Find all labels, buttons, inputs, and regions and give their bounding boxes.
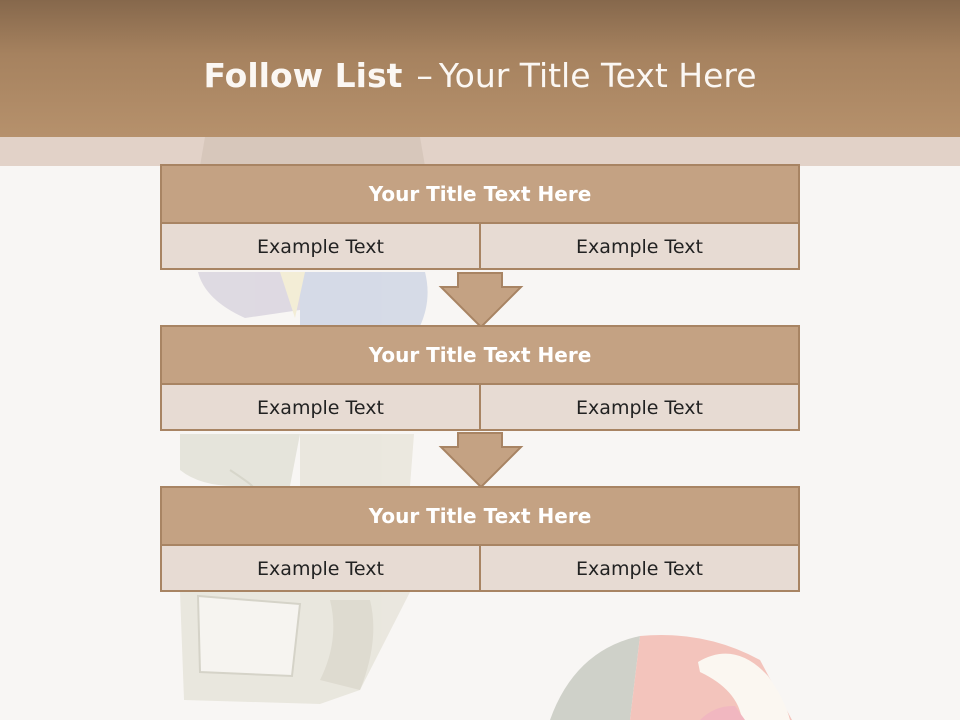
box-cell-left: Example Text	[257, 397, 384, 419]
box-row: Example Text Example Text	[162, 385, 798, 431]
header-band	[0, 0, 960, 137]
slide-title: Follow List–Your Title Text Here	[0, 55, 960, 97]
box-title: Your Title Text Here	[162, 327, 798, 385]
box-cell-left: Example Text	[257, 236, 384, 258]
title-bold-part: Follow List	[203, 56, 403, 95]
box-title: Your Title Text Here	[162, 166, 798, 224]
box-cell-right: Example Text	[479, 546, 798, 592]
box-cell-right: Example Text	[479, 224, 798, 270]
down-arrow-icon	[438, 432, 524, 488]
list-box-2: Your Title Text Here Example Text Exampl…	[160, 325, 800, 431]
list-box-1: Your Title Text Here Example Text Exampl…	[160, 164, 800, 270]
list-box-3: Your Title Text Here Example Text Exampl…	[160, 486, 800, 592]
box-cell-left: Example Text	[257, 558, 384, 580]
title-dash: –	[416, 56, 433, 95]
ball-graphic	[550, 635, 792, 720]
box-row: Example Text Example Text	[162, 224, 798, 270]
down-arrow-icon	[438, 272, 524, 328]
title-rest: Your Title Text Here	[438, 56, 757, 95]
box-cell-right: Example Text	[479, 385, 798, 431]
box-title: Your Title Text Here	[162, 488, 798, 546]
header-subband	[0, 137, 960, 166]
box-row: Example Text Example Text	[162, 546, 798, 592]
